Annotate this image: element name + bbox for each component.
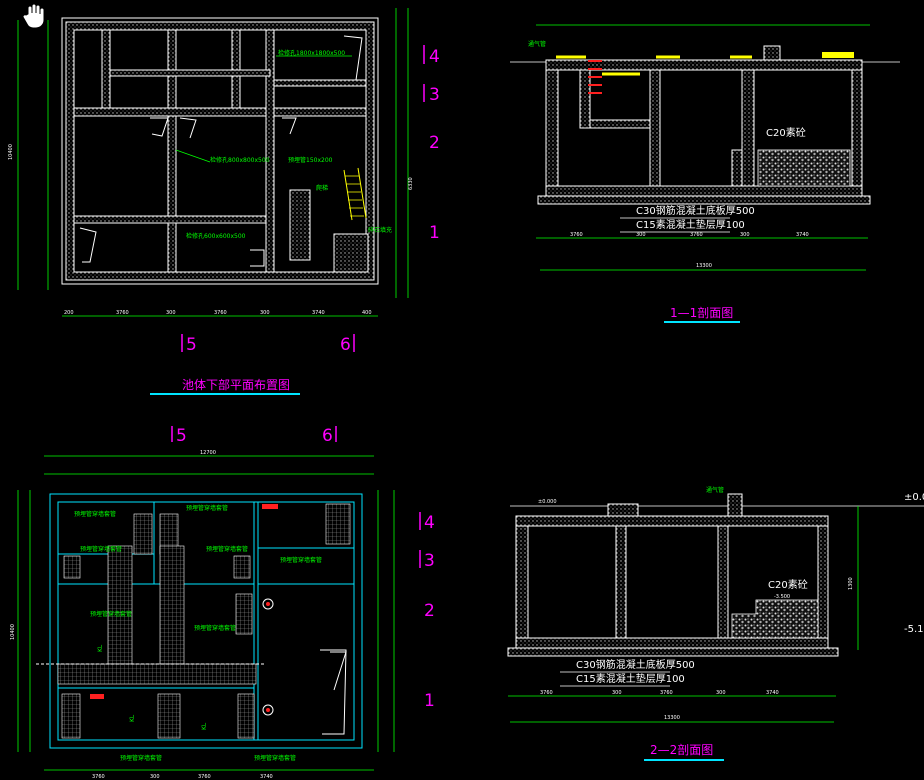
svg-text:1: 1 [424, 691, 435, 711]
svg-text:3740: 3740 [312, 310, 325, 316]
svg-text:3760: 3760 [214, 310, 227, 316]
svg-text:预埋管穿墙套管: 预埋管穿墙套管 [280, 556, 322, 564]
svg-text:预埋管穿墙套管: 预埋管穿墙套管 [254, 754, 296, 762]
svg-text:1: 1 [429, 223, 440, 243]
svg-text:400: 400 [362, 310, 372, 316]
svg-text:10400: 10400 [10, 624, 16, 640]
axis-marker-5b: 5 [171, 426, 187, 446]
upper-dim-row: 3760 300 3760 3740 [92, 774, 273, 780]
svg-text:KL: KL [201, 722, 208, 730]
label-opening-big: 检修孔1800x1800x500 [278, 49, 345, 57]
section-1-1-view: 通气管 C20素砼 C30钢筋混凝土底板厚500 C15素混凝土垫层厚100 3… [510, 24, 900, 323]
axis-marker-2: 2 [429, 133, 440, 153]
svg-text:300: 300 [166, 310, 176, 316]
axis-marker-6b: 6 [322, 426, 337, 446]
svg-text:300: 300 [612, 690, 622, 696]
axis-marker-2b: 2 [424, 601, 435, 621]
svg-text:3740: 3740 [796, 232, 809, 238]
svg-text:3760: 3760 [92, 774, 105, 780]
label-vent-2: 通气管 [706, 486, 724, 494]
label-ladder: 爬梯 [316, 184, 328, 192]
svg-text:10400: 10400 [8, 144, 14, 160]
svg-text:4: 4 [429, 47, 440, 67]
axis-marker-4b: 4 [419, 512, 435, 533]
svg-text:3740: 3740 [260, 774, 273, 780]
svg-text:KL: KL [129, 714, 136, 722]
label-c30-2: C30钢筋混凝土底板厚500 [576, 658, 695, 671]
svg-text:预埋管穿墙套管: 预埋管穿墙套管 [206, 545, 248, 553]
level-top-2: ±0.000 [538, 499, 557, 505]
svg-text:300: 300 [740, 232, 750, 238]
upper-total-width: 12700 [200, 450, 216, 456]
section2-total: 13300 [664, 715, 680, 721]
svg-text:6: 6 [322, 426, 333, 446]
section2-dim-row: 3760 300 3760 300 3740 [540, 690, 779, 696]
section1-dim-row: 3760 300 3760 300 3740 [570, 232, 809, 238]
svg-text:3760: 3760 [540, 690, 553, 696]
title-section-1: 1—1剖面图 [670, 306, 733, 320]
svg-text:1300: 1300 [848, 577, 854, 590]
svg-text:3760: 3760 [116, 310, 129, 316]
label-c20-2: C20素砼 [768, 578, 808, 591]
level-mid-2: -3.500 [774, 594, 790, 600]
label-rock: 碎石填充 [368, 226, 392, 234]
svg-text:2: 2 [424, 601, 435, 621]
axis-marker-5: 5 [181, 334, 197, 355]
svg-text:3740: 3740 [766, 690, 779, 696]
label-c20-1: C20素砼 [766, 126, 806, 139]
svg-text:6330: 6330 [408, 177, 414, 190]
svg-text:5: 5 [176, 426, 187, 446]
svg-text:3760: 3760 [660, 690, 673, 696]
axis-marker-3: 3 [423, 84, 440, 105]
svg-text:预埋管穿墙套管: 预埋管穿墙套管 [90, 610, 132, 618]
ladder-rungs [588, 60, 602, 94]
svg-text:3: 3 [424, 551, 435, 571]
pan-hand-icon[interactable] [22, 3, 45, 29]
ladder-symbol [343, 167, 367, 221]
label-c15-1: C15素混凝土垫层厚100 [636, 218, 745, 231]
label-vent-1: 通气管 [528, 40, 546, 48]
svg-text:预埋管穿墙套管: 预埋管穿墙套管 [120, 754, 162, 762]
svg-text:200: 200 [64, 310, 74, 316]
axis-marker-1b: 1 [424, 691, 435, 711]
label-pipe: 预埋管150x200 [288, 156, 333, 164]
svg-text:3760: 3760 [570, 232, 583, 238]
svg-text:预埋管穿墙套管: 预埋管穿墙套管 [80, 545, 122, 553]
plan-upper-view: 5 6 12700 [10, 426, 435, 780]
svg-text:300: 300 [150, 774, 160, 780]
svg-text:3760: 3760 [198, 774, 211, 780]
svg-text:3760: 3760 [690, 232, 703, 238]
axis-marker-1: 1 [429, 223, 440, 243]
svg-text:3: 3 [429, 85, 440, 105]
axis-marker-6: 6 [340, 334, 355, 355]
label-c30-1: C30钢筋混凝土底板厚500 [636, 204, 755, 217]
svg-text:预埋管穿墙套管: 预埋管穿墙套管 [194, 624, 236, 632]
svg-text:6: 6 [340, 335, 351, 355]
label-opening-mid: 检修孔800x800x500 [210, 156, 270, 164]
section1-total: 13300 [696, 263, 712, 269]
rebar-labels: 预埋管穿墙套管 预埋管穿墙套管 预埋管穿墙套管 预埋管穿墙套管 预埋管穿墙套管 … [74, 504, 322, 762]
svg-text:300: 300 [636, 232, 646, 238]
level-bot-r: -5.1 [904, 624, 924, 635]
plan-lower-view: 检修孔1800x1800x500 检修孔800x800x500 检修孔600x6… [8, 3, 440, 395]
title-section-2: 2—2剖面图 [650, 743, 713, 757]
axis-marker-4: 4 [423, 45, 440, 67]
title-plan-lower: 池体下部平面布置图 [182, 377, 290, 392]
plan-dim-row: 200 3760 300 3760 300 3740 400 [64, 310, 372, 316]
section-2-2-view: ±0.000 ±0.0 -5.1 通气管 C20素砼 -3.500 C30钢筋混… [507, 486, 924, 761]
level-top-r: ±0.0 [904, 492, 924, 503]
label-opening-small: 检修孔600x600x500 [186, 232, 246, 240]
svg-text:2: 2 [429, 133, 440, 153]
svg-text:4: 4 [424, 513, 435, 533]
svg-text:KL: KL [97, 644, 104, 652]
label-c15-2: C15素混凝土垫层厚100 [576, 672, 685, 685]
svg-text:5: 5 [186, 335, 197, 355]
svg-text:300: 300 [716, 690, 726, 696]
svg-text:预埋管穿墙套管: 预埋管穿墙套管 [74, 510, 116, 518]
svg-text:预埋管穿墙套管: 预埋管穿墙套管 [186, 504, 228, 512]
svg-text:300: 300 [260, 310, 270, 316]
axis-marker-3b: 3 [419, 550, 435, 571]
